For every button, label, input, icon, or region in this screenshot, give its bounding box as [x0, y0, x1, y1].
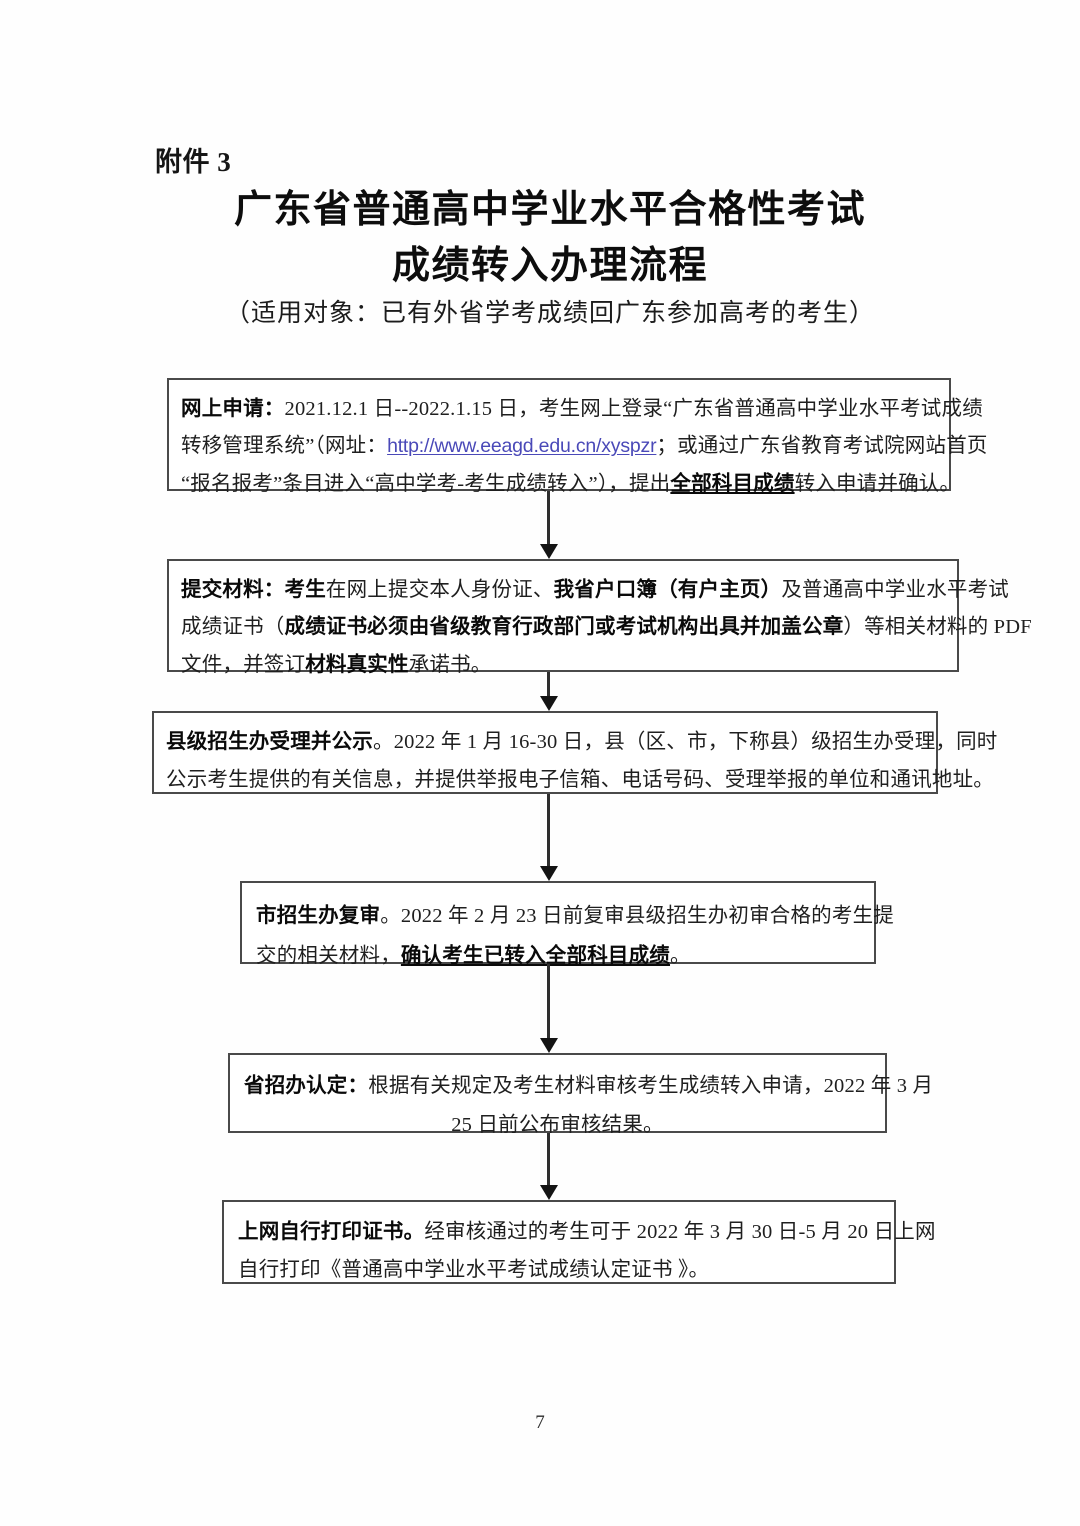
page-title-line-2: 成绩转入办理流程 [391, 245, 708, 288]
flow-connector-1-down-arrow-icon [536, 491, 562, 559]
system-url-link[interactable]: http://www.eeagd.edu.cn/xyspzr [387, 435, 657, 458]
flow-step-3-text: 县级招生办受理并公示。2022 年 1 月 16-30 日，县（区、市，下称县）… [154, 713, 997, 810]
flow-step-5-line-2: 25 日前公布审核结果。 [451, 1113, 664, 1136]
flow-step-4-heading: 市招生办复审 [256, 905, 381, 927]
connector-stem [547, 794, 550, 868]
flow-step-4-line-2-prefix: 交的相关材料， [256, 944, 401, 967]
flow-step-2-emphasis-4: 材料真实性 [305, 653, 409, 676]
page-number: 7 [535, 1412, 545, 1433]
flow-step-3-box: 县级招生办受理并公示。2022 年 1 月 16-30 日，县（区、市，下称县）… [152, 711, 997, 794]
flow-connector-3-down-arrow-icon [536, 794, 562, 881]
flow-step-2-line-1: 提交材料：考生在网上提交本人身份证、我省户口簿（有户主页）及普通高中学业水平考试 [181, 572, 1009, 609]
flow-step-1-line-3-prefix: “报名报考”条目进入“高中学考-考生成绩转入”），提出 [181, 472, 671, 495]
connector-stem [547, 491, 550, 546]
connector-arrowhead [540, 544, 558, 559]
flow-step-1-emphasis: 全部科目成绩 [670, 472, 795, 495]
flow-step-1-text: 网上申请：2021.12.1 日--2022.1.15 日，考生网上登录“广东省… [169, 380, 987, 513]
connector-stem [547, 1133, 550, 1187]
flow-step-1-line-3: “报名报考”条目进入“高中学考-考生成绩转入”），提出全部科目成绩转入申请并确认… [181, 466, 960, 503]
flow-step-4-line-2: 交的相关材料，确认考生已转入全部科目成绩。 [256, 937, 860, 977]
flow-step-2-line-2-prefix: 成绩证书（ [181, 616, 285, 639]
page-title: 广东省普通高中学业水平合格性考试 成绩转入办理流程 [180, 182, 920, 294]
connector-arrowhead [540, 1185, 558, 1200]
flow-connector-2-down-arrow-icon [536, 672, 562, 711]
flow-step-2-box: 提交材料：考生在网上提交本人身份证、我省户口簿（有户主页）及普通高中学业水平考试… [167, 559, 1032, 676]
flow-step-3-line-1: 县级招生办受理并公示。2022 年 1 月 16-30 日，县（区、市，下称县）… [166, 724, 997, 762]
flow-step-1-box: 网上申请：2021.12.1 日--2022.1.15 日，考生网上登录“广东省… [167, 378, 987, 495]
flow-step-1-line-2-prefix: 转移管理系统”（网址： [181, 435, 388, 458]
flow-step-4-emphasis: 确认考生已转入全部科目成绩 [400, 944, 671, 967]
flow-step-4-line-1-text: 。2022 年 2 月 23 日前复审县级招生办初审合格的考生提 [380, 905, 894, 927]
flow-step-6-line-2: 自行打印《普通高中学业水平考试成绩认定证书 》。 [238, 1258, 710, 1281]
flow-step-1-line-2: 转移管理系统”（网址：http://www.eeagd.edu.cn/xyspz… [181, 428, 987, 465]
connector-arrowhead [540, 1038, 558, 1053]
page-title-line-1: 广东省普通高中学业水平合格性考试 [233, 189, 866, 231]
flow-step-5-line-1-text: 根据有关规定及考生材料审核考生成绩转入申请，2022 年 3 月 [368, 1075, 934, 1097]
flow-step-2-emphasis-2: 我省户口簿（有户主页） [553, 579, 782, 601]
flow-step-4-line-2-suffix: 。 [670, 944, 691, 967]
flow-step-2-line-1-suffix: 及普通高中学业水平考试 [781, 579, 1010, 601]
page-subtitle: （适用对象：已有外省学考成绩回广东参加高考的考生） [224, 300, 875, 327]
flow-step-5-heading: 省招办认定： [244, 1075, 369, 1097]
flow-step-2-line-3: 文件，并签订材料真实性承诺书。 [181, 647, 945, 684]
flow-step-4-box: 市招生办复审。2022 年 2 月 23 日前复审县级招生办初审合格的考生提 交… [240, 881, 894, 967]
flow-step-2-line-1-text: 在网上提交本人身份证、 [325, 579, 554, 601]
flow-step-6-heading: 上网自行打印证书。 [238, 1221, 425, 1243]
flow-step-2-text: 提交材料：考生在网上提交本人身份证、我省户口簿（有户主页）及普通高中学业水平考试… [169, 561, 1032, 694]
flow-step-6-text: 上网自行打印证书。经审核通过的考生可于 2022 年 3 月 30 日-5 月 … [224, 1202, 935, 1300]
flow-step-2-line-2-suffix: ）等相关材料的 PDF [843, 616, 1032, 639]
connector-arrowhead [540, 866, 558, 881]
flow-step-5-box: 省招办认定：根据有关规定及考生材料审核考生成绩转入申请，2022 年 3 月 2… [228, 1053, 933, 1136]
connector-stem [547, 672, 550, 698]
attachment-label: 附件 3 [155, 147, 232, 177]
flow-step-5-line-1: 省招办认定：根据有关规定及考生材料审核考生成绩转入申请，2022 年 3 月 [244, 1067, 933, 1106]
flow-step-3-line-2: 公示考生提供的有关信息，并提供举报电子信箱、电话号码、受理举报的单位和通讯地址。 [166, 768, 994, 791]
flow-step-2-emphasis-3: 成绩证书必须由省级教育行政部门或考试机构出具并加盖公章 [284, 616, 844, 639]
flow-step-1-line-1-text: 2021.12.1 日--2022.1.15 日，考生网上登录“广东省普通高中学… [284, 398, 983, 420]
flow-step-2-line-2: 成绩证书（成绩证书必须由省级教育行政部门或考试机构出具并加盖公章）等相关材料的 … [181, 609, 1032, 646]
flow-step-1-line-2-suffix: ；或通过广东省教育考试院网站首页 [656, 435, 988, 458]
flow-step-3-line-1-text: 。2022 年 1 月 16-30 日，县（区、市，下称县）级招生办受理，同时 [373, 731, 998, 753]
flow-step-2-emphasis-1: 考生 [284, 579, 326, 601]
flow-step-1-line-3-suffix: 转入申请并确认。 [794, 472, 961, 495]
flow-step-6-box: 上网自行打印证书。经审核通过的考生可于 2022 年 3 月 30 日-5 月 … [222, 1200, 935, 1284]
connector-stem [547, 964, 550, 1040]
flow-connector-5-down-arrow-icon [536, 1133, 562, 1200]
flow-step-3-heading: 县级招生办受理并公示 [166, 731, 373, 753]
flow-step-1-line-1: 网上申请：2021.12.1 日--2022.1.15 日，考生网上登录“广东省… [181, 391, 983, 428]
flow-step-1-heading: 网上申请： [181, 398, 285, 420]
connector-arrowhead [540, 696, 558, 711]
flow-step-6-line-1-text: 经审核通过的考生可于 2022 年 3 月 30 日-5 月 20 日上网 [424, 1221, 936, 1243]
flow-step-4-text: 市招生办复审。2022 年 2 月 23 日前复审县级招生办初审合格的考生提 交… [242, 883, 894, 987]
flow-step-2-line-3-suffix: 承诺书。 [408, 653, 492, 676]
flow-step-6-line-1: 上网自行打印证书。经审核通过的考生可于 2022 年 3 月 30 日-5 月 … [238, 1214, 935, 1252]
flow-step-5-text: 省招办认定：根据有关规定及考生材料审核考生成绩转入申请，2022 年 3 月 2… [230, 1055, 933, 1154]
flow-step-2-line-3-prefix: 文件，并签订 [181, 653, 306, 676]
flow-step-4-line-1: 市招生办复审。2022 年 2 月 23 日前复审县级招生办初审合格的考生提 [256, 897, 894, 937]
flow-step-2-heading: 提交材料： [181, 579, 285, 601]
flow-connector-4-down-arrow-icon [536, 964, 562, 1053]
